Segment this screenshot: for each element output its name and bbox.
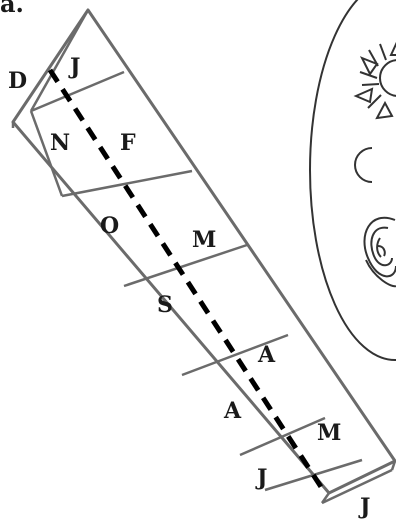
figure-label: a. [0,0,24,18]
symbol-tablet [310,0,396,360]
month-label-j-top: J [68,54,80,80]
solstice-axis-line [50,70,325,493]
month-label-a1: A [257,342,276,368]
month-label-a2: A [223,398,242,424]
divider-3 [124,245,247,286]
month-label-o: O [100,213,119,239]
month-label-j-bottom-inner: J [255,465,267,491]
month-label-s: S [157,292,173,318]
band-base [322,470,392,503]
month-label-n: N [50,130,70,156]
sun-icon [356,40,396,118]
month-label-m1: M [192,227,216,253]
month-label-f: F [120,130,136,156]
month-label-m2: M [317,420,341,446]
month-label-j-bottom: J [358,494,370,520]
month-label-d: D [8,68,27,94]
crescent-moon-icon [355,148,372,182]
coiled-serpent-icon [364,218,396,287]
